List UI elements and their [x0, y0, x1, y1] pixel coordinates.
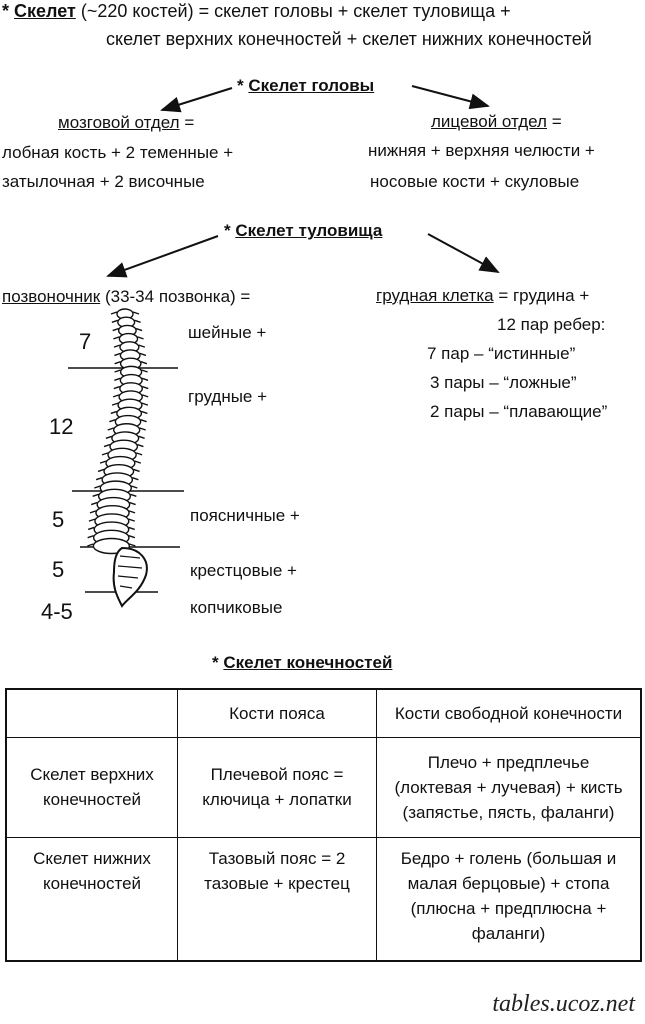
cell-line: ключица + лопатки [182, 787, 372, 812]
table-header-cell: Кости свободной конечности [377, 689, 642, 737]
ribs-floating: 2 пары – “плавающие” [430, 402, 607, 422]
head-right-title-suffix: = [552, 112, 562, 131]
head-title-text: Скелет головы [248, 76, 374, 95]
limbs-table: Кости пояса Кости свободной конечности С… [5, 688, 642, 962]
head-right-line1: нижняя + верхняя челюсти + [368, 141, 595, 161]
segment-label-cervical: шейные + [188, 323, 266, 343]
spine-illustration [87, 309, 148, 606]
table-row: Скелет верхних конечностей Плечевой пояс… [6, 737, 641, 837]
spine-title: позвоночник (33-34 позвонка) = [2, 287, 250, 307]
cell-line: конечностей [11, 871, 173, 896]
cell-line: (плюсна + предплюсна + [381, 896, 636, 921]
trunk-title-text: Скелет туловища [235, 221, 382, 240]
header-star: * [2, 1, 9, 21]
header-skeleton-word: Скелет [14, 1, 76, 21]
head-left-title: мозговой отдел = [58, 113, 194, 133]
head-title-star: * [237, 76, 244, 95]
table-header-cell: Кости пояса [178, 689, 377, 737]
watermark: tables.ucoz.net [492, 991, 635, 1018]
header-line1-rest: (~220 костей) = скелет головы + скелет т… [81, 1, 511, 21]
spine-title-text: позвоночник [2, 287, 100, 306]
head-right-line2: носовые кости + скуловые [370, 172, 579, 192]
chest-title-text: грудная клетка [376, 286, 494, 305]
cell-line: Плечо + предплечье [381, 750, 636, 775]
cell-line: тазовые + крестец [182, 871, 372, 896]
chest-title-rest: = грудина + [498, 286, 589, 305]
arrow-trunk-left [108, 236, 218, 276]
head-right-title: лицевой отдел = [431, 112, 562, 132]
table-cell-free: Бедро + голень (большая и малая берцовые… [377, 837, 642, 961]
ribs-line: 12 пар ребер: [497, 315, 605, 335]
table-cell-girdle: Плечевой пояс = ключица + лопатки [178, 737, 377, 837]
cell-line: Бедро + голень (большая и [381, 846, 636, 871]
cell-line: Плечевой пояс = [182, 762, 372, 787]
cell-line: фаланги) [381, 921, 636, 946]
header-line1: * Скелет (~220 костей) = скелет головы +… [2, 1, 511, 21]
head-left-title-suffix: = [184, 113, 194, 132]
segment-label-coccygeal: копчиковые [190, 598, 282, 618]
head-left-line2: затылочная + 2 височные [2, 172, 205, 192]
head-left-title-text: мозговой отдел [58, 113, 180, 132]
table-cell-free: Плечо + предплечье (локтевая + лучевая) … [377, 737, 642, 837]
segment-label-lumbar: поясничные + [190, 506, 300, 526]
ribs-false: 3 пары – “ложные” [430, 373, 577, 393]
arrow-head-left [162, 88, 232, 110]
spine-title-rest: (33-34 позвонка) = [105, 287, 250, 306]
segment-label-sacral: крестцовые + [190, 561, 297, 581]
cell-line: (локтевая + лучевая) + кисть [381, 775, 636, 800]
cell-line: Тазовый пояс = 2 [182, 846, 372, 871]
trunk-title: * Скелет туловища [224, 221, 382, 241]
arrow-trunk-right [428, 234, 498, 272]
segment-label-thoracic: грудные + [188, 387, 267, 407]
table-cell-name: Скелет верхних конечностей [6, 737, 178, 837]
cell-line: Скелет верхних [11, 762, 173, 787]
head-right-title-text: лицевой отдел [431, 112, 547, 131]
head-title: * Скелет головы [237, 76, 374, 96]
cell-line: конечностей [11, 787, 173, 812]
cell-line: малая берцовые) + стопа [381, 871, 636, 896]
header-line2: скелет верхних конечностей + скелет нижн… [106, 29, 592, 49]
limbs-title: * Скелет конечностей [212, 653, 392, 673]
chest-title: грудная клетка = грудина + [376, 286, 589, 306]
segment-count-sacral: 5 [52, 558, 64, 582]
limbs-title-star: * [212, 653, 219, 672]
ribs-true: 7 пар – “истинные” [427, 344, 575, 364]
cell-line: (запястье, пясть, фаланги) [381, 800, 636, 825]
table-cell-name: Скелет нижних конечностей [6, 837, 178, 961]
segment-count-thoracic: 12 [49, 415, 73, 439]
cell-line: Скелет нижних [11, 846, 173, 871]
segment-count-lumbar: 5 [52, 508, 64, 532]
head-left-line1: лобная кость + 2 теменные + [2, 143, 233, 163]
table-header-row: Кости пояса Кости свободной конечности [6, 689, 641, 737]
arrow-head-right [412, 86, 488, 106]
trunk-title-star: * [224, 221, 231, 240]
table-header-cell [6, 689, 178, 737]
segment-count-coccygeal: 4-5 [41, 600, 73, 624]
segment-count-cervical: 7 [79, 330, 91, 354]
table-row: Скелет нижних конечностей Тазовый пояс =… [6, 837, 641, 961]
limbs-title-text: Скелет конечностей [223, 653, 392, 672]
table-cell-girdle: Тазовый пояс = 2 тазовые + крестец [178, 837, 377, 961]
